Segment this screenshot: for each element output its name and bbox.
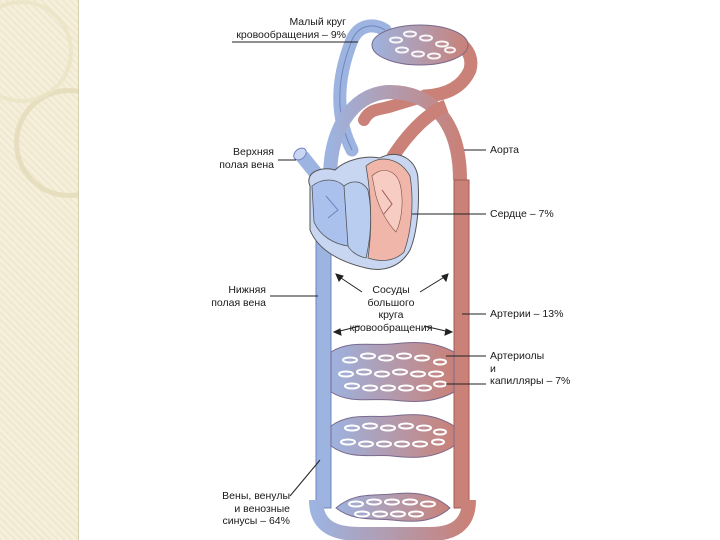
aorta-label: Аорта <box>490 144 519 157</box>
veins-label: Вены, венулы и венозные синусы – 64% <box>196 490 290 528</box>
pulmonary-circuit-label: Малый круг кровообращения – 9% <box>226 16 346 41</box>
inferior-vena-cava-label: Нижняя полая вена <box>200 284 266 309</box>
superior-vena-cava-label: Верхняя полая вена <box>206 146 274 171</box>
capillary-bed-upper <box>331 342 454 401</box>
arterioles-label: Артериолы и капилляры – 7% <box>490 350 570 388</box>
systemic-vessels-label: Сосуды большого круга кровообращения <box>346 284 436 334</box>
capillary-bed-lower <box>336 493 450 521</box>
capillary-bed-middle <box>331 415 454 458</box>
arteries-label: Артерии – 13% <box>490 308 563 321</box>
heart-label: Сердце – 7% <box>490 208 554 221</box>
